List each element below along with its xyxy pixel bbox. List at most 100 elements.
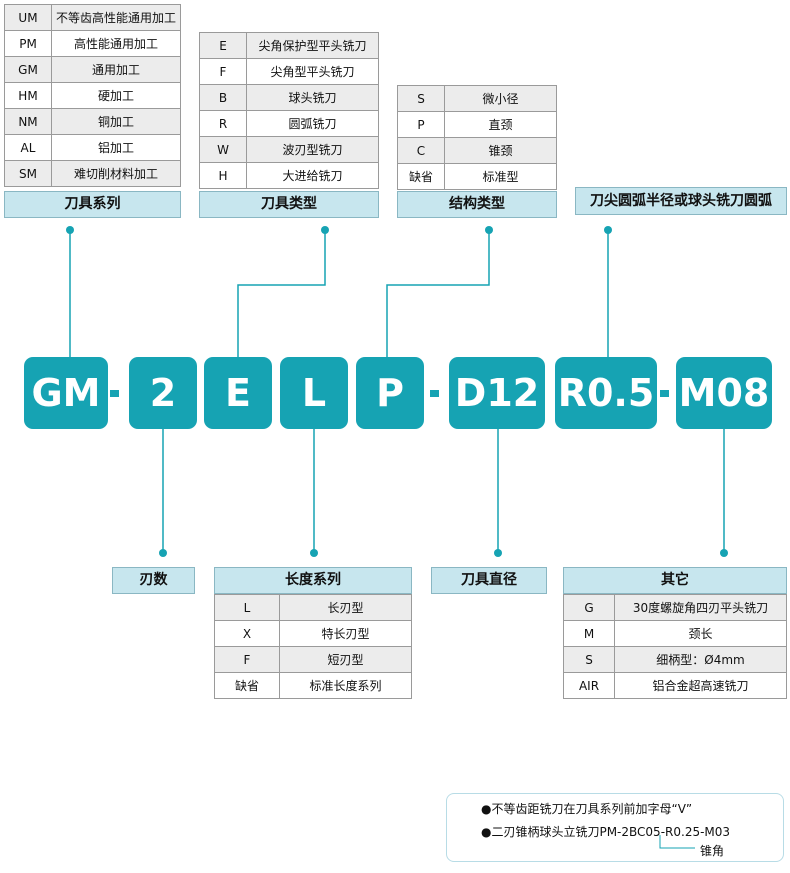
row-code: R [199,110,247,137]
row-description: 标准型 [444,163,557,190]
row-code: 缺省 [214,672,280,699]
note-line-2: ●二刃锥柄球头立铣刀PM-2BC05-R0.25-M03 [481,825,731,839]
row-code: M [563,620,615,647]
flutes-label: 刃数 [112,567,195,594]
row-description: 特长刃型 [279,620,412,647]
code-segment-structure: P [356,357,424,429]
row-code: E [199,32,247,59]
row-code: NM [4,108,52,135]
code-segment-other: M08 [676,357,772,429]
table-row: 缺省标准长度系列 [214,672,412,699]
row-description: 铝合金超高速铣刀 [614,672,787,699]
connector-dot [720,549,728,557]
connector-dot [485,226,493,234]
diameter-label: 刀具直径 [431,567,547,594]
row-description: 难切削材料加工 [51,160,181,187]
code-segment-series: GM [24,357,108,429]
code-segment-flutes: 2 [129,357,197,429]
row-code: PM [4,30,52,57]
type-table-header: 刀具类型 [199,191,379,218]
row-description: 微小径 [444,85,557,112]
row-code: AIR [563,672,615,699]
row-description: 标准长度系列 [279,672,412,699]
row-description: 30度螺旋角四刃平头铣刀 [614,594,787,621]
row-description: 铝加工 [51,134,181,161]
row-code: AL [4,134,52,161]
row-description: 尖角型平头铣刀 [246,58,379,85]
row-code: W [199,136,247,163]
row-description: 波刃型铣刀 [246,136,379,163]
series-table-header: 刀具系列 [4,191,181,218]
notes-box: ●不等齿距铣刀在刀具系列前加字母“V” ●二刃锥柄球头立铣刀PM-2BC05-R… [446,793,784,862]
radius-label: 刀尖圆弧半径或球头铣刀圆弧 [575,187,787,215]
code-segment-type: E [204,357,272,429]
length-table-header: 长度系列 [214,567,412,594]
connector-dot [159,549,167,557]
connector-dot [604,226,612,234]
row-description: 不等齿高性能通用加工 [51,4,181,31]
connector-dot [494,549,502,557]
row-description: 尖角保护型平头铣刀 [246,32,379,59]
row-code: F [199,58,247,85]
row-code: P [397,111,445,138]
row-code: S [397,85,445,112]
connector-dot [66,226,74,234]
row-code: F [214,646,280,673]
row-code: 缺省 [397,163,445,190]
row-description: 大进给铣刀 [246,162,379,189]
row-description: 球头铣刀 [246,84,379,111]
other-table-header: 其它 [563,567,787,594]
row-code: L [214,594,280,621]
row-code: C [397,137,445,164]
row-code: GM [4,56,52,83]
row-description: 锥颈 [444,137,557,164]
row-description: 硬加工 [51,82,181,109]
row-description: 高性能通用加工 [51,30,181,57]
code-segment-length: L [280,357,348,429]
note-line-1: ●不等齿距铣刀在刀具系列前加字母“V” [481,802,693,816]
note-sub-label: 锥角 [700,844,725,858]
row-code: H [199,162,247,189]
row-code: B [199,84,247,111]
row-description: 铜加工 [51,108,181,135]
row-description: 通用加工 [51,56,181,83]
row-code: HM [4,82,52,109]
connector-dot [310,549,318,557]
row-description: 细柄型：Ø4mm [614,646,787,673]
structure-table-header: 结构类型 [397,191,557,218]
code-segment-diameter: D12 [449,357,545,429]
row-code: G [563,594,615,621]
row-description: 颈长 [614,620,787,647]
code-dash [110,390,119,397]
code-dash [430,390,439,397]
row-description: 圆弧铣刀 [246,110,379,137]
